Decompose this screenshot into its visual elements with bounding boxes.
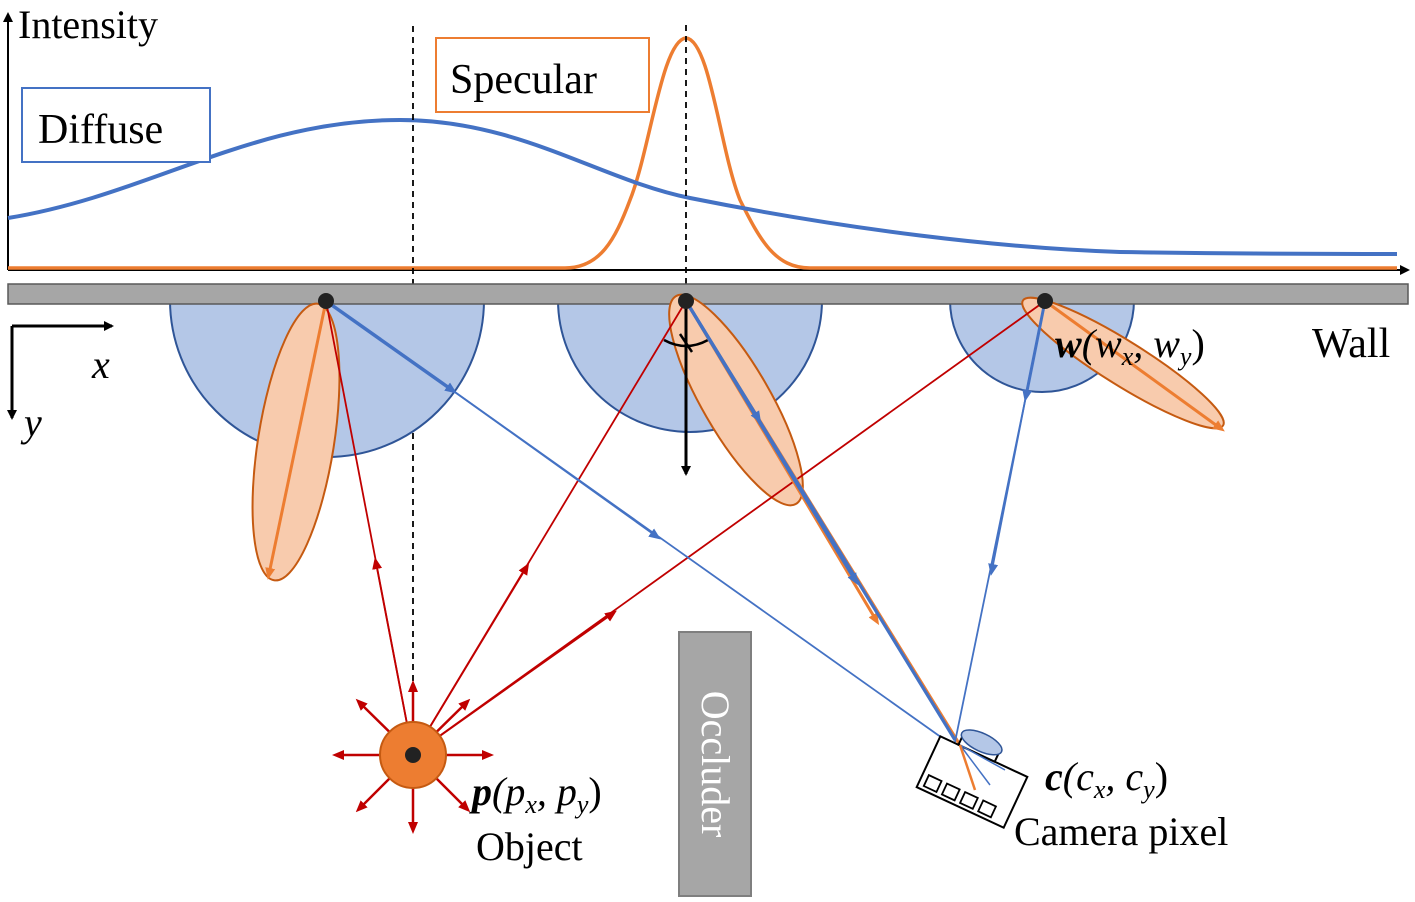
object-label: Object	[476, 824, 583, 869]
camera-point-label: c(cx, cy)	[1045, 754, 1168, 804]
intensity-label: Intensity	[18, 2, 158, 47]
wall-point-right	[1037, 293, 1053, 309]
specular-direction-right	[1044, 299, 1225, 432]
diffuse-curve	[7, 117, 1398, 256]
specular-curve	[8, 36, 1397, 270]
specular-direction-left	[265, 300, 328, 580]
diffuse-legend-box	[21, 87, 211, 163]
diffuse-legend-label: Diffuse	[38, 107, 163, 153]
camera-label: Camera pixel	[1014, 809, 1228, 854]
wall-point-label: w(wx, wy)	[1055, 321, 1205, 371]
diffuse-direction-left	[324, 299, 457, 394]
specular-lobe-center	[668, 293, 804, 507]
axis-x-label: x	[91, 342, 110, 387]
object-point-label: p(px, py)	[469, 769, 602, 819]
occluder-label: Occluder	[693, 691, 738, 838]
object-point	[405, 747, 421, 763]
wall-point-left	[318, 293, 334, 309]
wall-point-center	[678, 293, 694, 309]
light-rays	[325, 300, 1046, 756]
angle-arc	[663, 338, 709, 348]
specular-legend-label: Specular	[450, 57, 597, 103]
return-rays	[451, 300, 1027, 746]
wall	[7, 283, 1409, 305]
axis-y-label: y	[20, 400, 42, 445]
diffuse-direction-right	[1022, 300, 1047, 402]
coordinate-system: x y	[7, 321, 114, 445]
angle-tick	[678, 333, 694, 353]
wall-label: Wall	[1312, 321, 1390, 367]
camera-internal-rays	[958, 744, 1006, 791]
specular-legend-box	[435, 37, 650, 113]
occluder	[678, 631, 752, 897]
